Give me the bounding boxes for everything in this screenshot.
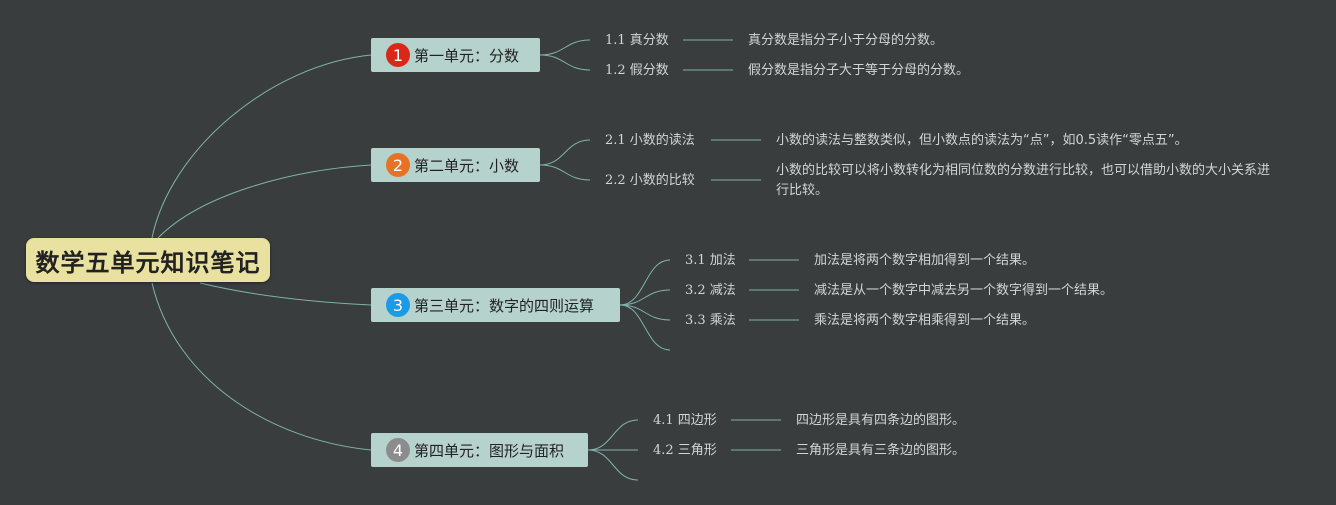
topic-2-2-description[interactable]: 小数的比较可以将小数转化为相同位数的分数进行比较，也可以借助小数的大小关系进行比… — [776, 163, 1271, 198]
topic-3-2-description[interactable]: 减法是从一个数字中减去另一个数字得到一个结果。 — [814, 283, 1114, 298]
number-2-badge-icon: 2 — [386, 153, 410, 177]
connector-unit-4-empty — [587, 449, 639, 481]
connector-unit-2-topic-1 — [539, 139, 591, 166]
connector-unit-3-topic-1 — [619, 259, 671, 306]
number-3-badge-icon: 3 — [386, 293, 410, 317]
number-1-badge-icon: 1 — [386, 43, 410, 67]
connector-unit-2-topic-2 — [539, 164, 591, 181]
topic-1-1[interactable]: 1.1 真分数 — [605, 33, 669, 48]
topic-1-1-description[interactable]: 真分数是指分子小于分母的分数。 — [748, 33, 944, 48]
topic-4-1-description[interactable]: 四边形是具有四条边的图形。 — [796, 413, 966, 428]
root-topic[interactable]: 数学五单元知识笔记 — [26, 238, 270, 282]
connector-unit-3-topic-2 — [619, 289, 671, 306]
topic-3-3-description[interactable]: 乘法是将两个数字相乘得到一个结果。 — [814, 313, 1036, 328]
topic-2-1[interactable]: 2.1 小数的读法 — [605, 133, 695, 148]
connector-root-unit-4 — [151, 282, 372, 451]
unit-2-node[interactable]: 2 第二单元：小数 — [371, 148, 540, 182]
connector-unit-3-empty — [619, 304, 671, 351]
unit-4-label: 第四单元：图形与面积 — [414, 441, 565, 460]
topic-4-2[interactable]: 4.2 三角形 — [653, 443, 717, 458]
connector-unit-1-topic-1 — [539, 39, 591, 56]
topic-2-1-description[interactable]: 小数的读法与整数类似，但小数点的读法为“点”，如0.5读作“零点五”。 — [776, 133, 1188, 148]
number-4-badge-icon: 4 — [386, 438, 410, 462]
topic-4-1[interactable]: 4.1 四边形 — [653, 413, 717, 428]
connector-root-unit-3 — [199, 282, 372, 306]
connector-root-unit-1 — [151, 54, 372, 239]
unit-3-label: 第三单元：数字的四则运算 — [414, 296, 595, 315]
connector-unit-3-topic-3 — [619, 304, 671, 321]
connector-unit-4-topic-1 — [587, 419, 639, 451]
topic-1-2-description[interactable]: 假分数是指分子大于等于分母的分数。 — [748, 63, 970, 78]
unit-1-node[interactable]: 1 第一单元：分数 — [371, 38, 540, 72]
unit-2-label: 第二单元：小数 — [414, 156, 520, 175]
topic-3-1-description[interactable]: 加法是将两个数字相加得到一个结果。 — [814, 253, 1036, 268]
topic-4-2-description[interactable]: 三角形是具有三条边的图形。 — [796, 443, 966, 458]
topic-1-2[interactable]: 1.2 假分数 — [605, 63, 669, 78]
unit-3-node[interactable]: 3 第三单元：数字的四则运算 — [371, 288, 620, 322]
topic-3-1[interactable]: 3.1 加法 — [685, 253, 736, 268]
connector-root-unit-2 — [157, 164, 372, 239]
unit-1-label: 第一单元：分数 — [414, 46, 520, 65]
unit-4-node[interactable]: 4 第四单元：图形与面积 — [371, 433, 588, 467]
topic-3-2[interactable]: 3.2 减法 — [685, 283, 736, 298]
connector-unit-1-topic-2 — [539, 54, 591, 71]
topic-3-3[interactable]: 3.3 乘法 — [685, 313, 736, 328]
topic-2-2[interactable]: 2.2 小数的比较 — [605, 173, 695, 188]
